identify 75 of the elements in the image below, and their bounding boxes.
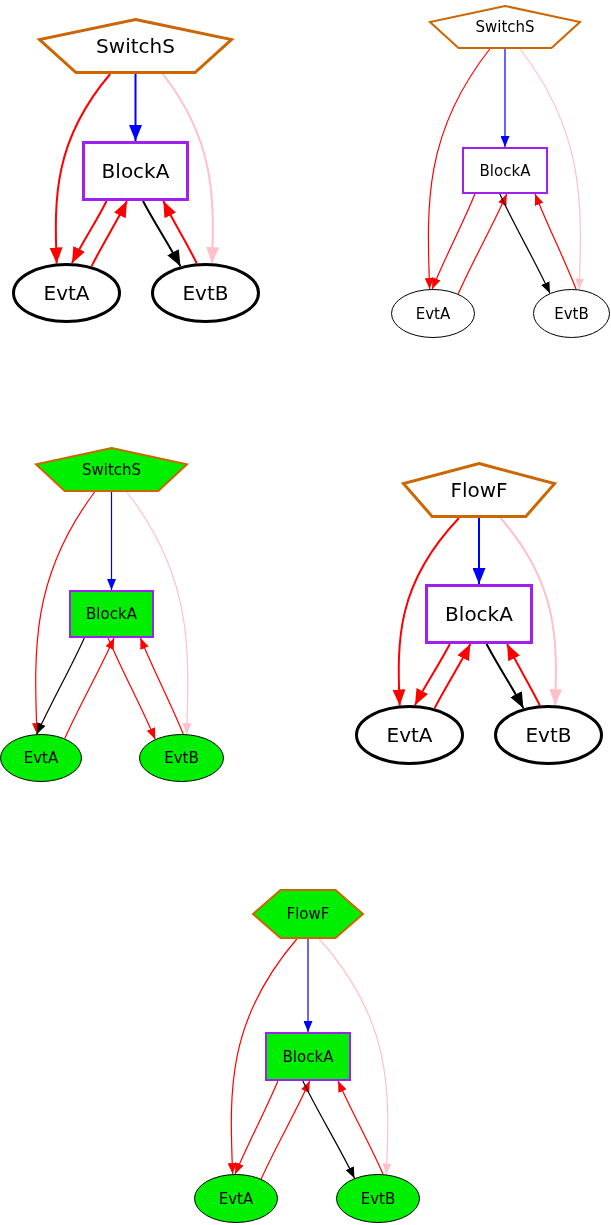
arrow: [424, 48, 491, 290]
arrow: [392, 517, 460, 707]
arrow: [431, 193, 476, 290]
ellipse-node: [12, 263, 121, 323]
rectangle-node: [425, 584, 533, 644]
node-label: BlockA: [282, 1047, 334, 1066]
ellipse-node: [533, 289, 610, 338]
arrow: [64, 637, 115, 740]
arrow: [90, 200, 128, 268]
ellipse-node: [494, 705, 603, 765]
arrow: [107, 491, 116, 591]
ellipse-node: [151, 263, 260, 323]
node-label: EvtB: [554, 304, 589, 323]
node-label: SwitchS: [475, 18, 535, 36]
node-label: EvtA: [218, 1189, 254, 1208]
arrow: [519, 48, 585, 291]
pentagon-node: [429, 5, 581, 49]
pentagon-node: [402, 462, 556, 518]
rectangle-node: [69, 590, 154, 638]
arrow: [500, 48, 510, 148]
arrow: [337, 1080, 384, 1175]
arrow: [499, 193, 551, 294]
node-label: SwitchS: [81, 460, 142, 479]
node-label: EvtA: [43, 281, 90, 305]
hexagon-node: [252, 889, 364, 939]
node-label: BlockA: [101, 159, 170, 183]
node-label: EvtA: [415, 304, 451, 323]
arrow: [70, 200, 108, 265]
arrow: [139, 637, 184, 735]
rectangle-node: [265, 1032, 351, 1081]
node-label: EvtB: [182, 281, 229, 305]
arrow: [36, 637, 85, 735]
node-label: EvtB: [360, 1189, 396, 1208]
rectangle-node: [82, 141, 189, 201]
ellipse-node: [139, 734, 224, 782]
node-label: EvtA: [386, 723, 433, 747]
arrow: [32, 491, 96, 735]
arrow: [260, 1080, 311, 1180]
node-label: EvtB: [525, 723, 572, 747]
rectangle-node: [462, 147, 548, 194]
arrow: [413, 643, 451, 707]
arrow: [227, 938, 298, 1175]
arrow: [49, 73, 112, 265]
arrow: [126, 491, 192, 735]
arrow: [142, 200, 182, 268]
node-label: EvtA: [23, 749, 59, 767]
node-label: BlockA: [86, 605, 137, 623]
arrow: [234, 1080, 279, 1175]
ellipse-node: [355, 705, 464, 765]
arrow: [506, 643, 541, 707]
arrow: [485, 643, 525, 710]
ellipse-node: [194, 1174, 278, 1223]
pentagon-node: [38, 18, 233, 74]
arrow: [129, 73, 142, 142]
node-label: FlowF: [286, 905, 330, 923]
ellipse-node: [336, 1174, 420, 1223]
node-label: FlowF: [450, 478, 508, 502]
arrow: [107, 637, 156, 740]
arrow: [499, 517, 563, 707]
arrow: [303, 938, 313, 1033]
node-label: BlockA: [445, 602, 513, 626]
node-label: EvtB: [164, 749, 199, 767]
pentagon-node: [35, 447, 188, 492]
arrow: [161, 73, 220, 265]
ellipse-node: [391, 289, 475, 338]
arrow: [433, 643, 472, 710]
arrow: [318, 938, 392, 1176]
node-label: SwitchS: [96, 34, 175, 58]
arrow: [162, 200, 198, 265]
arrow: [302, 1080, 356, 1179]
node-label: BlockA: [479, 161, 531, 180]
arrow: [457, 193, 508, 295]
arrow: [472, 517, 486, 585]
arrow: [534, 193, 577, 290]
ellipse-node: [0, 734, 82, 782]
